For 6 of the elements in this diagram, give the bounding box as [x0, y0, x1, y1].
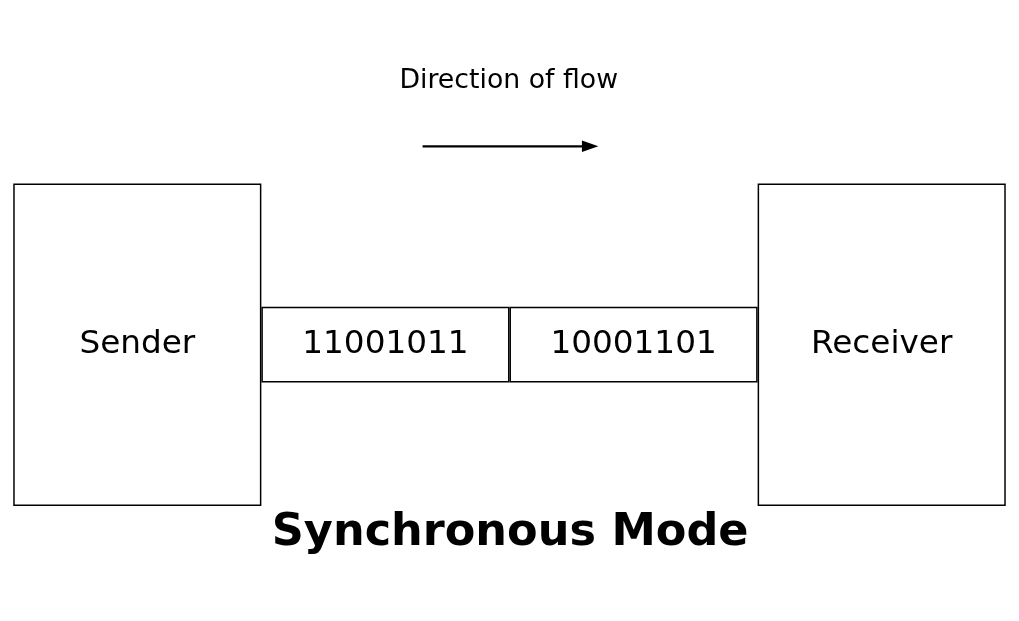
caption: Synchronous Mode: [271, 504, 749, 557]
node-box: 10001101: [509, 306, 758, 383]
node-box: Receiver: [757, 183, 1006, 506]
node-box: Sender: [13, 183, 262, 506]
label: Direction of flow: [399, 63, 619, 95]
node-box: 11001011: [261, 306, 510, 383]
